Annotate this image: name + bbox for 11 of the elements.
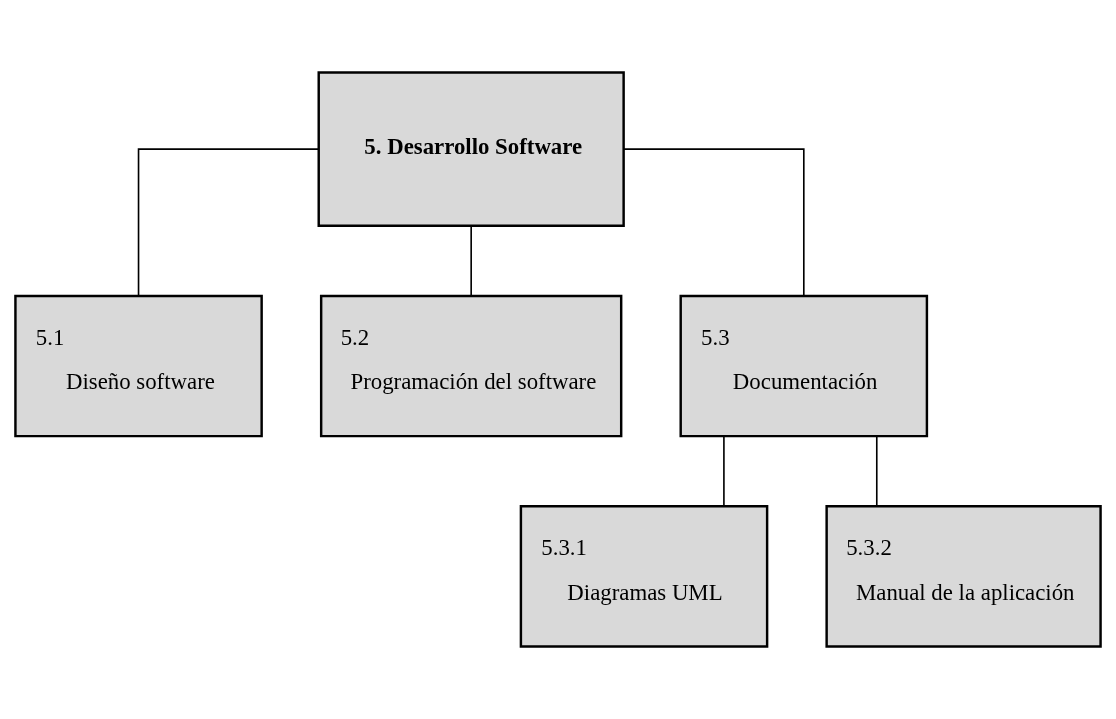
node-box: 5.1 Diseño software [14, 294, 263, 438]
connector [723, 435, 725, 507]
node-box: 5.3.2 Manual de la aplicación [825, 505, 1102, 648]
connector [623, 148, 805, 297]
connector [470, 225, 472, 297]
connector [137, 148, 320, 297]
node-box: 5.2 Programación del software [319, 294, 623, 438]
node-box: 5.3 Documentación [679, 294, 929, 438]
node-box: 5. Desarrollo Software [317, 71, 625, 227]
node-box: 5.3.1 Diagramas UML [519, 505, 769, 648]
connector [875, 435, 878, 507]
